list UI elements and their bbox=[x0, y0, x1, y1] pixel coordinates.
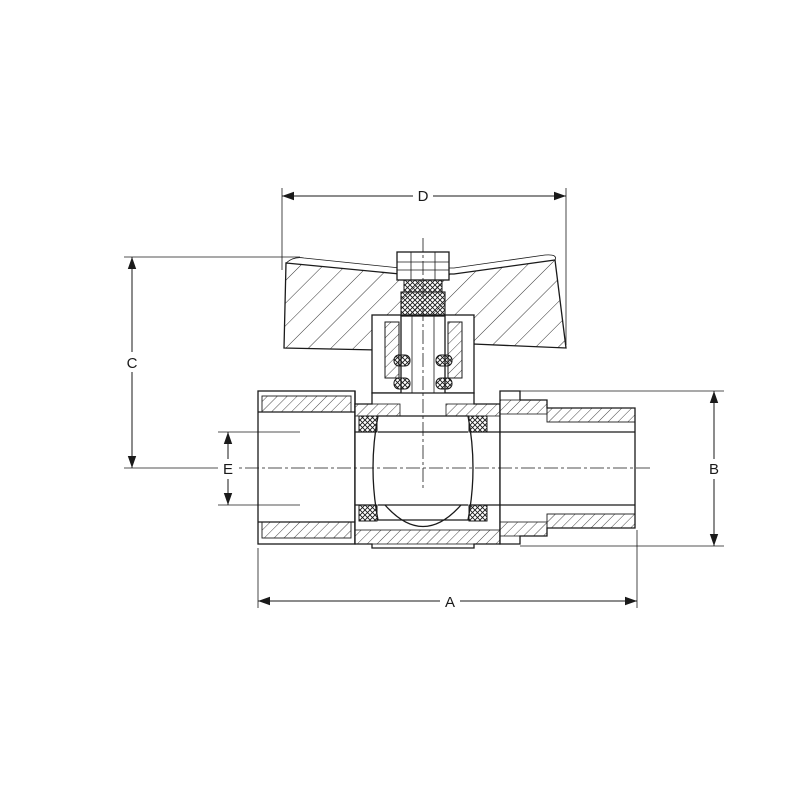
extension-lines bbox=[124, 188, 724, 608]
valve-body bbox=[257, 390, 636, 549]
dimension-label-e: E bbox=[223, 461, 233, 478]
dimension-label-d: D bbox=[418, 188, 429, 205]
dimension-label-b: B bbox=[709, 461, 719, 478]
dimension-label-a: A bbox=[445, 594, 455, 611]
dimension-labels: D C E B A bbox=[122, 186, 724, 611]
stem-o-rings bbox=[393, 354, 453, 390]
dimension-label-c: C bbox=[127, 355, 138, 372]
seats bbox=[358, 415, 488, 522]
center-lines bbox=[222, 238, 650, 490]
